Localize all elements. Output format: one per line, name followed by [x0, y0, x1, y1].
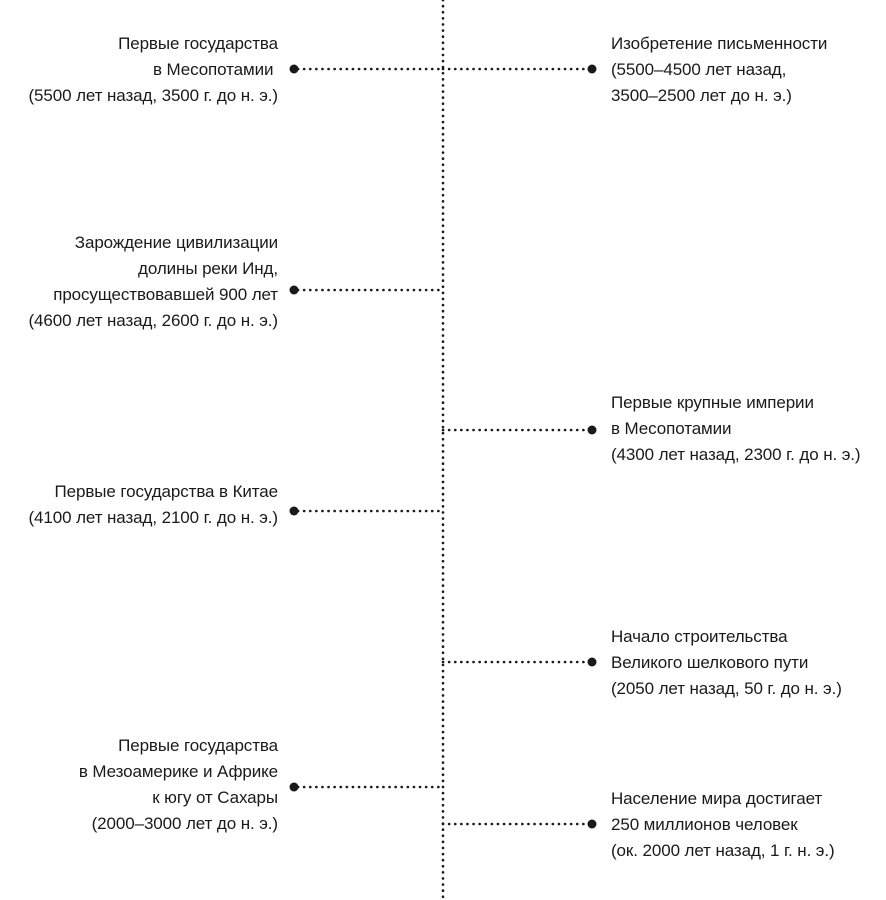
event-line: 3500–2500 лет до н. э.) — [611, 86, 792, 105]
event-line: (5500–4500 лет назад, — [611, 60, 787, 79]
event-line: Первые государства — [118, 34, 278, 53]
event-population: Население мира достигает 250 миллионов ч… — [611, 786, 835, 864]
event-line: 250 миллионов человек — [611, 815, 798, 834]
event-silk-road: Начало строительства Великого шелкового … — [611, 624, 842, 702]
event-line: к югу от Сахары — [152, 788, 278, 807]
event-mesopotamia-empires: Первые крупные империи в Месопотамии (43… — [611, 390, 861, 468]
event-dot-china — [289, 506, 299, 516]
event-line: Зарождение цивилизации — [74, 233, 278, 252]
event-writing: Изобретение письменности (5500–4500 лет … — [611, 31, 827, 109]
event-dot-mesopotamia-states — [289, 64, 299, 74]
event-dot-indus — [289, 285, 299, 295]
event-mesopotamia-states: Первые государства в Месопотамии (5500 л… — [29, 31, 279, 109]
event-dot-mesopotamia-empires — [587, 425, 597, 435]
event-line: долины реки Инд, — [138, 259, 278, 278]
event-line: (4600 лет назад, 2600 г. до н. э.) — [28, 311, 279, 330]
event-line: (2000–3000 лет до н. э.) — [91, 814, 278, 833]
event-dot-population — [587, 819, 597, 829]
event-line: (5500 лет назад, 3500 г. до н. э.) — [28, 86, 279, 105]
event-line: Великого шелкового пути — [611, 653, 809, 672]
event-line: просуществовавшей 900 лет — [53, 285, 278, 304]
event-line: (4100 лет назад, 2100 г. до н. э.) — [28, 508, 279, 527]
event-mesoamerica-africa: Первые государства в Мезоамерике и Африк… — [79, 733, 278, 837]
event-dot-mesoamerica-africa — [289, 782, 299, 792]
event-indus: Зарождение цивилизации долины реки Инд, … — [29, 230, 279, 334]
event-dot-writing — [587, 64, 597, 74]
event-line: Начало строительства — [611, 627, 788, 646]
event-line: (ок. 2000 лет назад, 1 г. н. э.) — [611, 841, 835, 860]
event-line: (4300 лет назад, 2300 г. до н. э.) — [611, 445, 861, 464]
event-line: в Мезоамерике и Африке — [78, 762, 278, 781]
event-line: в Месопотамии — [611, 419, 732, 438]
event-line: Население мира достигает — [611, 789, 823, 808]
event-china: Первые государства в Китае (4100 лет наз… — [29, 479, 279, 531]
timeline-connectors — [289, 64, 597, 829]
event-line: Изобретение письменности — [611, 34, 828, 53]
event-line: (2050 лет назад, 50 г. до н. э.) — [611, 679, 842, 698]
event-line: Первые государства — [118, 736, 278, 755]
event-line: Первые государства в Китае — [54, 482, 279, 501]
event-line: Первые крупные империи — [611, 393, 814, 412]
event-line: в Месопотамии — [152, 60, 278, 79]
event-dot-silk-road — [587, 657, 597, 667]
